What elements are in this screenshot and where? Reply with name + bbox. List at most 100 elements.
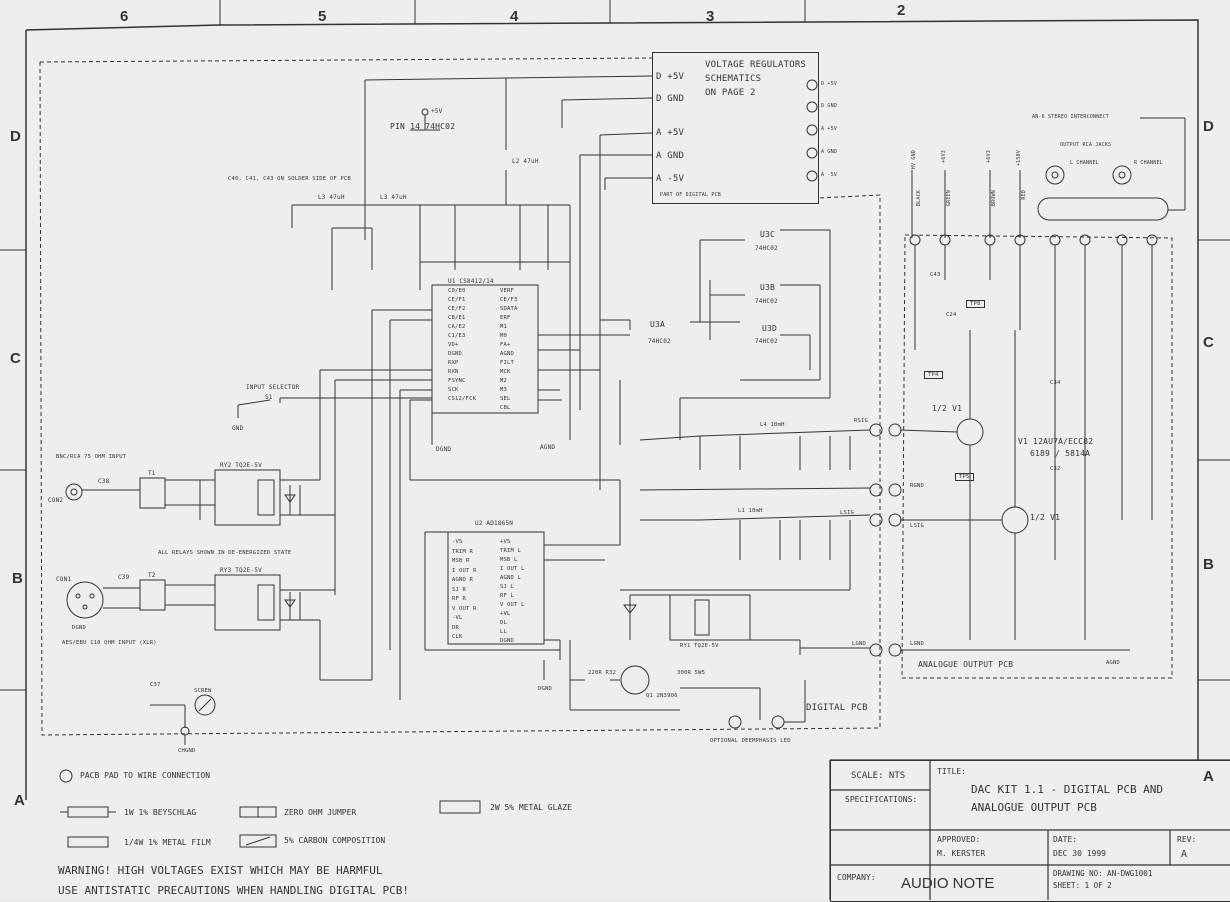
u2-dgnd-label: DGND: [538, 686, 553, 692]
u1-dgnd-label: DGND: [436, 446, 452, 453]
legend-1w-beyschlag: 1W 1% BEYSCHLAG: [124, 808, 197, 817]
ry3-label: RY3 TQ2E-5V: [220, 567, 262, 574]
v1-half-top: 1/2 V1: [932, 404, 963, 413]
vreg-schematics: SCHEMATICS: [705, 74, 762, 84]
u1-pin: CA/E2: [448, 324, 466, 330]
zone-6: 6: [120, 8, 129, 25]
u2-pin: I OUT L: [500, 566, 525, 572]
u2-pin: CLK: [452, 634, 463, 640]
lsig-label: LSIG: [840, 510, 855, 516]
u2-pin: +VL: [500, 611, 511, 617]
u2-pin: TRIM L: [500, 548, 522, 554]
u1-title: U1 CS8412/14: [448, 278, 494, 285]
l1-label: L1 10mH: [738, 508, 763, 514]
c39-label: C39: [118, 574, 130, 581]
u2-pin: -VL: [452, 615, 463, 621]
warning-antistatic: USE ANTISTATIC PRECAUTIONS WHEN HANDLING…: [58, 884, 409, 897]
u1-pin: RXN: [448, 369, 459, 375]
wire-color-brown: BROWN: [991, 190, 997, 207]
wire-color-green: GREEN: [946, 190, 952, 207]
company-label: COMPANY:: [837, 873, 876, 882]
u2-pin: RF R: [452, 596, 467, 602]
screw-label: SCREW: [194, 688, 212, 694]
vreg-dgnd: D GND: [656, 94, 685, 104]
bnc-title: BNC/RCA 75 OHM INPUT: [56, 454, 127, 460]
u2-pin: SJ R: [452, 586, 467, 593]
u2-pin: LL: [500, 629, 508, 635]
u2-right-pins: +VS TRIM L MSB L I OUT L AGND L SJ L RF …: [500, 538, 525, 646]
u1-pin: FA+: [500, 342, 511, 348]
pad-label-a5: A +5V: [821, 126, 838, 132]
u1-pin: C1/E3: [448, 333, 466, 339]
gate-u3b: U3B: [760, 283, 776, 292]
gate-u3c-type: 74HC02: [755, 245, 778, 252]
u1-pin: FSYNC: [448, 378, 466, 384]
vreg-aplus: A +5V: [656, 128, 685, 138]
u1-pin: M3: [500, 387, 508, 393]
tp8-label: TP8: [966, 300, 985, 308]
u1-pin: CE/F2: [448, 306, 466, 312]
u1-pin: CE/F3: [500, 297, 518, 303]
aes-title: AES/EBU 110 OHM INPUT (XLR): [62, 640, 157, 646]
u1-pin: CS12/FCK: [448, 396, 477, 402]
legend-metal-film: 1/4W 1% METAL FILM: [124, 838, 211, 847]
agnd-right-label: AGND: [1106, 660, 1121, 666]
legend-zero-ohm: ZERO OHM JUMPER: [284, 808, 357, 817]
gate-u3d: U3D: [762, 324, 778, 333]
u2-pin: SJ L: [500, 584, 515, 590]
u1-pin: MCK: [500, 369, 511, 375]
zone-b-right: B: [1203, 556, 1214, 573]
u2-left-pins: -VS TRIM R MSB R I OUT R AGND R SJ R RF …: [452, 538, 477, 643]
approved-label: APPROVED:: [937, 835, 981, 844]
chgnd-label: CHGND: [178, 748, 196, 754]
scale-label: SCALE: NTS: [851, 771, 906, 781]
rgnd-label: RGND: [910, 483, 925, 489]
u1-pin: C0/E0: [448, 288, 466, 294]
con1-label: CON1: [56, 576, 72, 583]
gate-u3a-type: 74HC02: [648, 338, 671, 345]
v1-type: V1 12AU7A/ECC82: [1018, 437, 1094, 446]
u1-pin: SCK: [448, 387, 459, 393]
sheet-number: SHEET: 1 OF 2: [1053, 881, 1112, 890]
r32-label: 220R R32: [588, 670, 617, 676]
q1-label: Q1 2N3906: [646, 693, 678, 699]
wire-color-red: RED: [1021, 190, 1027, 200]
rsig-label: RSIG: [854, 418, 869, 424]
lgnd-left-label: LGND: [852, 641, 867, 647]
u1-pin: VERF: [500, 288, 515, 294]
rev-value: A: [1181, 849, 1188, 860]
spec-label: SPECIFICATIONS:: [845, 795, 918, 804]
gate-u3c: U3C: [760, 230, 776, 239]
u2-pin: V OUT L: [500, 602, 525, 608]
input-selector-label: INPUT SELECTOR: [246, 384, 300, 391]
ry1-label: RY1 TQ2E-5V: [680, 643, 719, 649]
vreg-aminus: A -5V: [656, 174, 685, 184]
u2-pin: DL: [500, 620, 508, 626]
u1-pin: CBL: [500, 405, 511, 411]
caps-note: C40, C41, C43 ON SOLDER SIDE OF PCB: [228, 176, 351, 182]
v1-half-bottom: 1/2 V1: [1030, 513, 1061, 522]
pad-label-d5: D +5V: [821, 81, 838, 87]
date-label: DATE:: [1053, 835, 1078, 844]
warning-high-voltage: WARNING! HIGH VOLTAGES EXIST WHICH MAY B…: [58, 864, 383, 877]
drawing-number: DRAWING NO: AN-DWG1001: [1053, 869, 1153, 878]
u2-pin: MSB R: [452, 558, 470, 564]
switch-s1: S1: [265, 394, 273, 401]
c24-label: C24: [946, 312, 957, 318]
pad-label-dgnd: D GND: [821, 103, 838, 109]
vreg-title: VOLTAGE REGULATORS: [705, 60, 807, 70]
t2-label: T2: [148, 572, 156, 579]
legend-carbon-comp: 5% CARBON COMPOSITION: [284, 836, 386, 845]
rev-label: REV:: [1177, 835, 1197, 844]
u2-pin: DGND: [500, 638, 515, 644]
zone-3: 3: [706, 8, 715, 25]
u2-pin: MSB L: [500, 557, 518, 563]
title-block: SCALE: NTS SPECIFICATIONS: TITLE: DAC KI…: [830, 760, 1230, 902]
l-channel-label: L CHANNEL: [1070, 160, 1099, 166]
u2-pin: AGND L: [500, 575, 522, 581]
r40-label: 300R 5W5: [677, 670, 706, 676]
pad-label-am5: A -5V: [821, 172, 838, 178]
zone-c-right: C: [1203, 334, 1214, 351]
u2-pin: AGND R: [452, 577, 474, 583]
